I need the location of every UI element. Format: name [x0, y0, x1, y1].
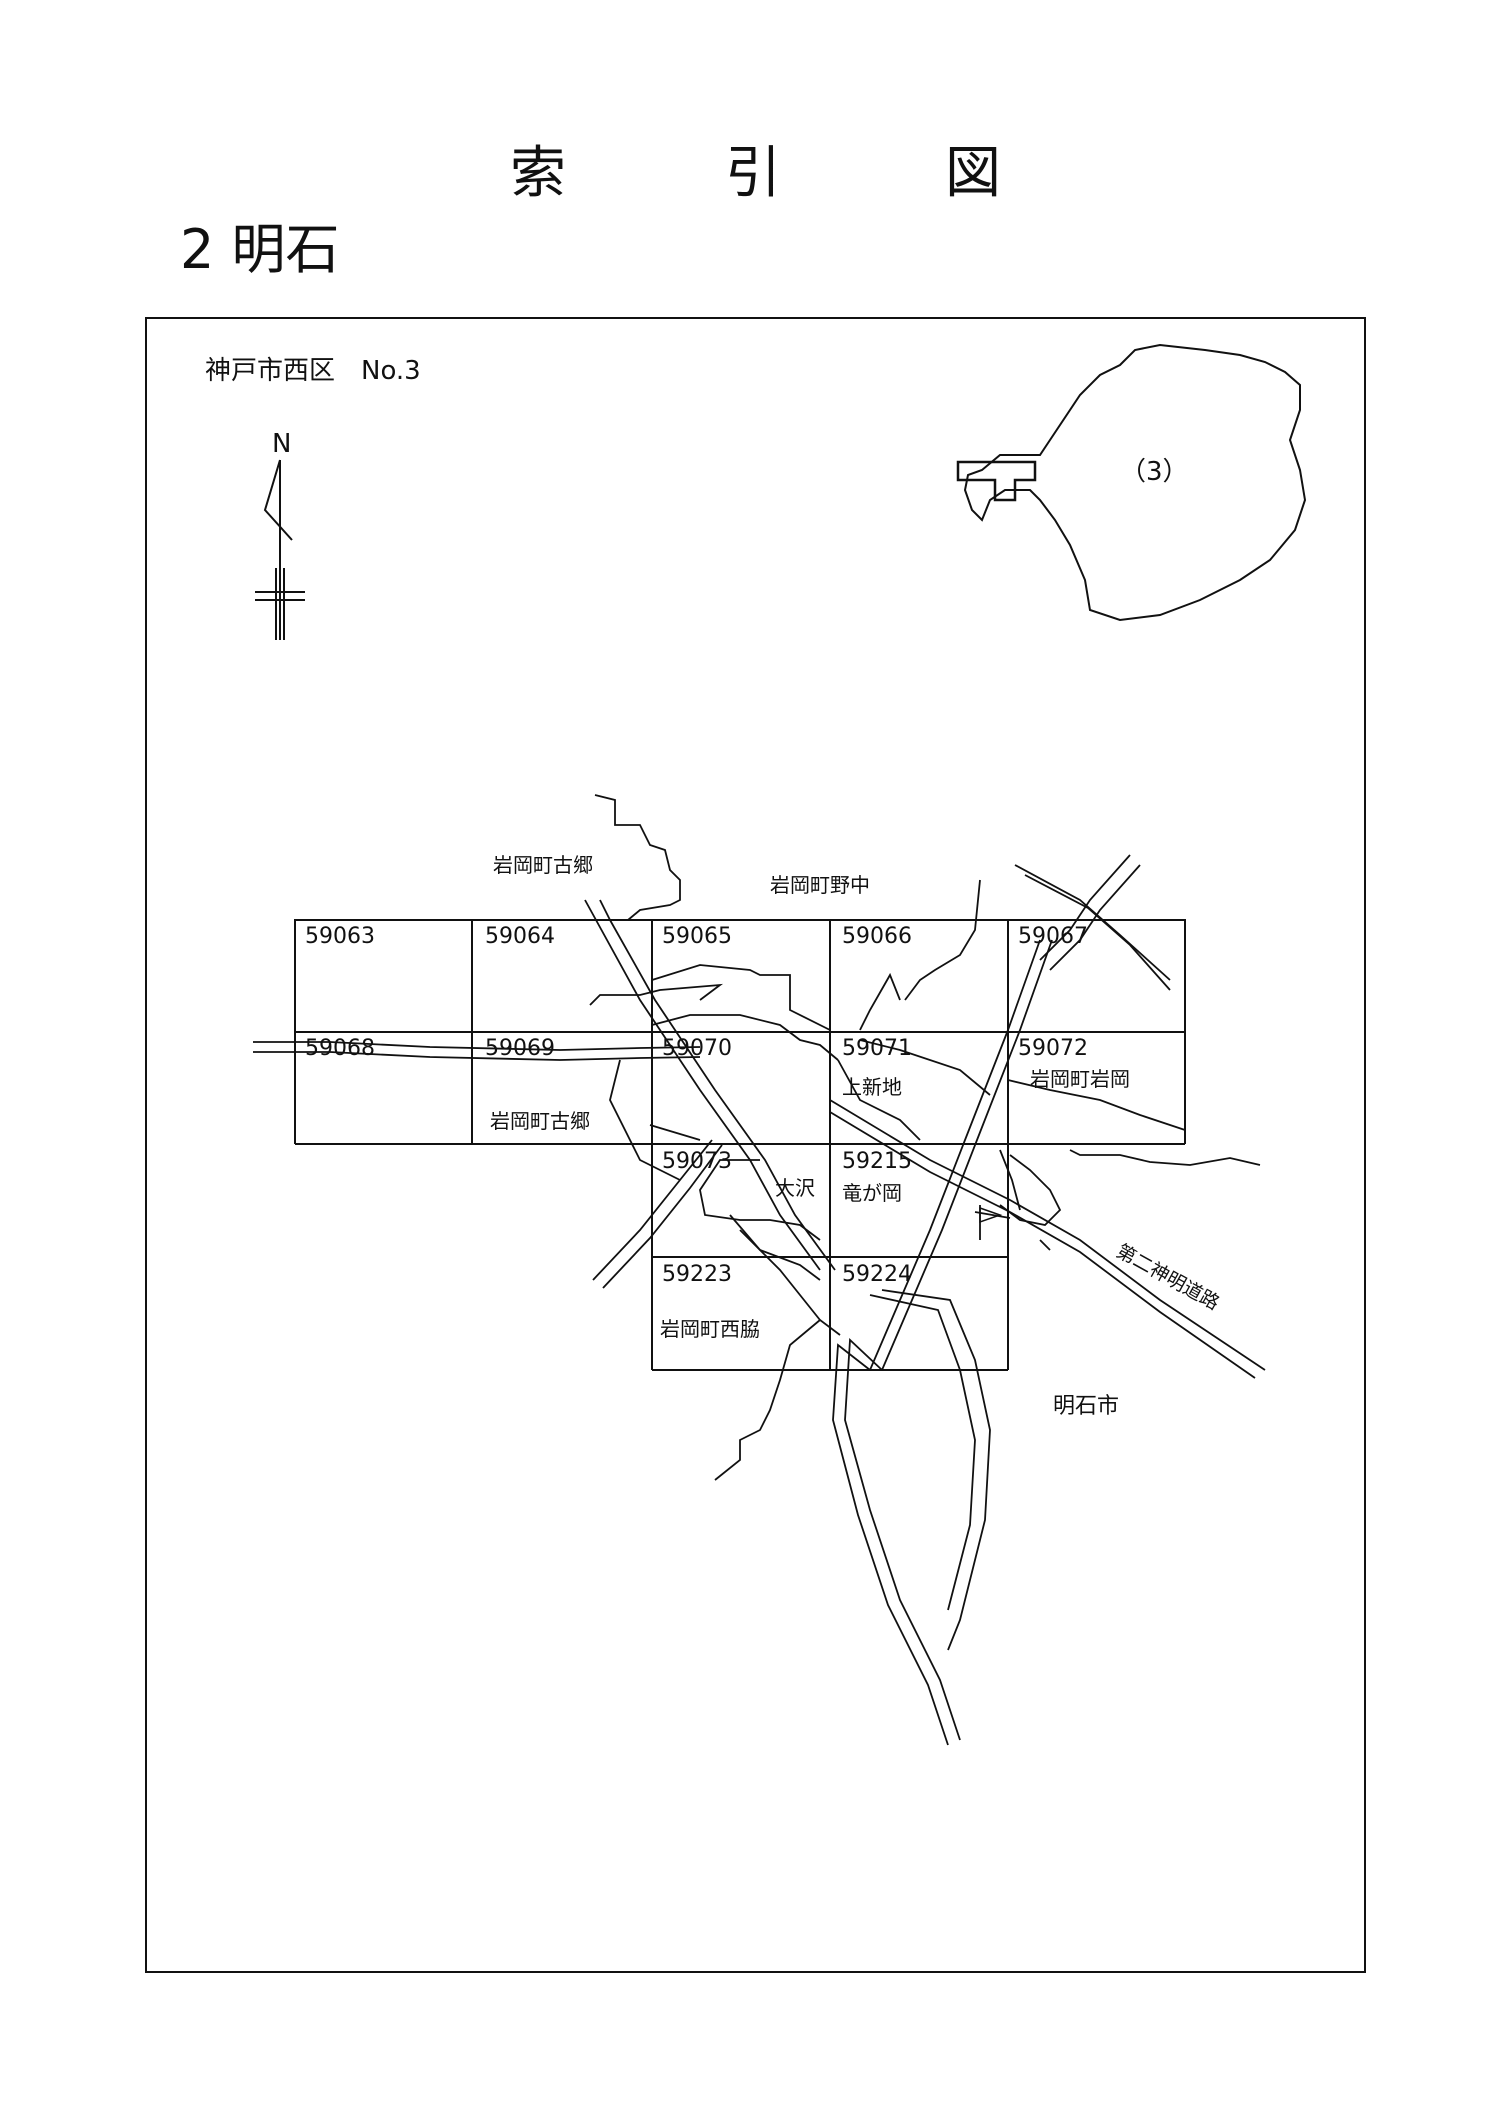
sheet-number: 59063 [305, 924, 375, 949]
sheet-number: 59215 [842, 1149, 912, 1174]
sheet-number: 59065 [662, 924, 732, 949]
place-label: 岩岡町西脇 [660, 1317, 760, 1341]
place-label: 明石市 [1053, 1394, 1119, 1419]
place-label: 大沢 [775, 1176, 815, 1200]
road-marker-triangle [979, 1206, 1003, 1224]
area-label: 神戸市西区 No.3 [205, 356, 421, 386]
page-subtitle: 2 明石 [180, 218, 340, 281]
sheet-number: 59066 [842, 924, 912, 949]
map-frame [145, 317, 1366, 1973]
inset-label: （3） [1120, 457, 1189, 487]
sheet-number: 59064 [485, 924, 555, 949]
sheet-number: 59224 [842, 1262, 912, 1287]
inset-ward-map [956, 343, 1307, 622]
sheet-number: 59067 [1018, 924, 1088, 949]
place-label: 上新地 [842, 1075, 902, 1099]
north-label: N [272, 429, 291, 459]
page-title: 索 引 図 [0, 128, 1500, 206]
sheet-number-labels: 59063 59064 59065 59066 59067 59068 5906… [305, 924, 1088, 1287]
sheet-number: 59073 [662, 1149, 732, 1174]
place-label: 岩岡町古郷 [493, 853, 593, 877]
title-char-3: 図 [945, 141, 1001, 206]
title-char-1: 索 [510, 141, 566, 206]
sheet-number: 59069 [485, 1036, 555, 1061]
sheet-number: 59068 [305, 1036, 375, 1061]
title-char-2: 引 [725, 141, 781, 206]
place-label: 竜が岡 [842, 1181, 902, 1205]
place-label: 岩岡町岩岡 [1030, 1067, 1130, 1091]
road-network [253, 794, 1266, 1746]
sheet-number: 59070 [662, 1036, 732, 1061]
sheet-number: 59072 [1018, 1036, 1088, 1061]
place-label: 岩岡町古郷 [490, 1109, 590, 1133]
sheet-number: 59071 [842, 1036, 912, 1061]
north-arrow-icon [255, 459, 305, 640]
place-label: 岩岡町野中 [770, 873, 870, 897]
sheet-number: 59223 [662, 1262, 732, 1287]
